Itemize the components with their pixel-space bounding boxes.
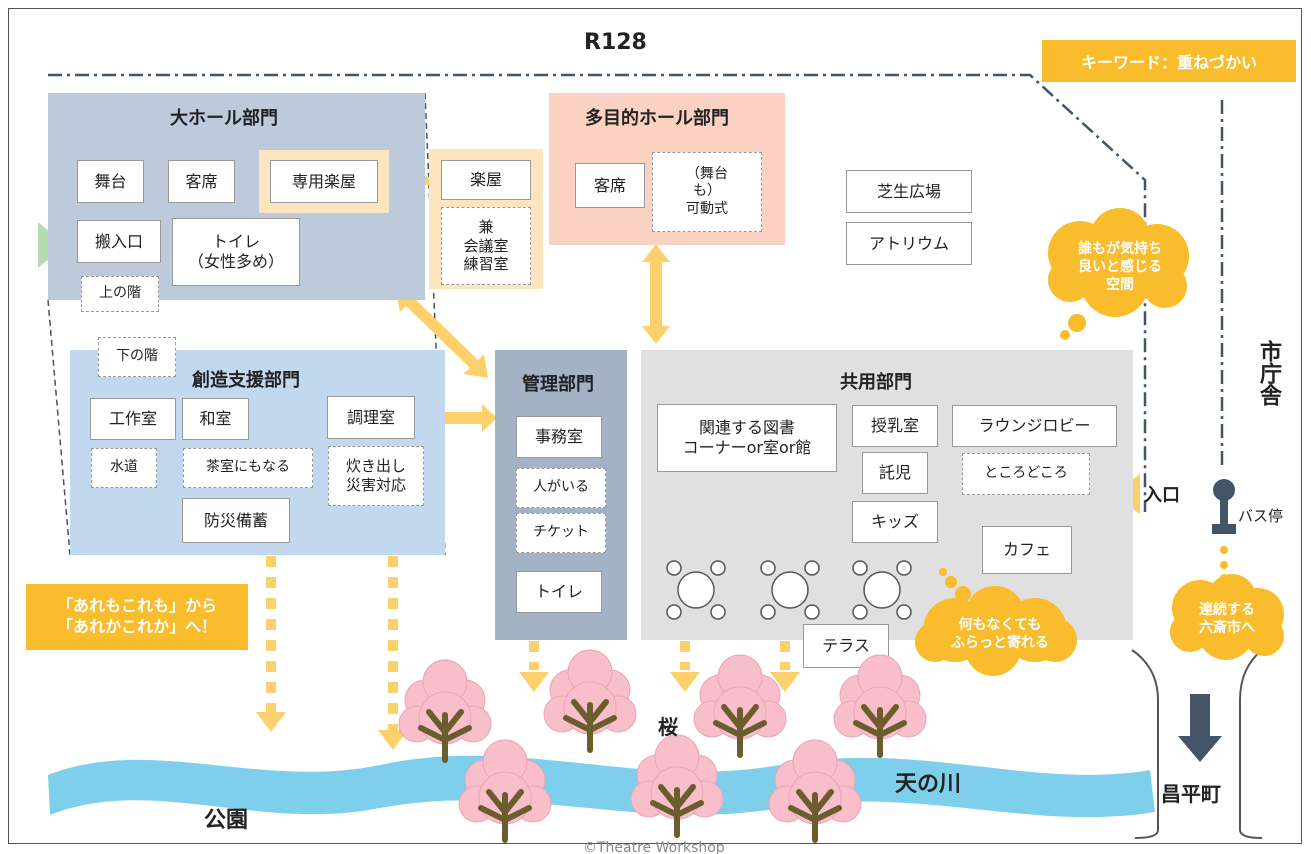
city-hall-label: 市庁舎	[1256, 340, 1281, 406]
management-title: 管理部門	[522, 374, 594, 395]
japanese-room-box: 和室	[182, 398, 249, 440]
bus-stop-label: バス停	[1238, 507, 1284, 525]
toilet-large-box: トイレ （女性多め）	[172, 218, 300, 286]
dedicated-dressing-box: 専用楽屋	[270, 160, 378, 203]
multi-seats-box: 客席	[575, 163, 645, 208]
cloud-drop-in: 何もなくても ふらっと寄れる	[951, 616, 1049, 651]
cloud-comfort: 誰もが気持ち 良いと感じる 空間	[1078, 240, 1162, 294]
terrace-tables	[666, 560, 912, 620]
table-icon	[760, 560, 820, 620]
cloud-dropin-shape	[915, 568, 1077, 676]
cafe-box: カフェ	[982, 526, 1072, 574]
staffed-box: 人がいる	[516, 468, 606, 508]
table-icon	[852, 560, 912, 620]
atrium-box: アトリウム	[846, 222, 972, 265]
shoheicho-arrow-icon	[1178, 694, 1222, 762]
ticket-box: チケット	[516, 513, 606, 553]
daycare-box: 託児	[862, 452, 928, 494]
river	[48, 755, 1155, 818]
tea-room-box: 茶室にもなる	[183, 448, 313, 488]
sakura-tree	[694, 655, 786, 755]
park-label: 公園	[204, 808, 249, 833]
arrow-creative-management	[430, 404, 497, 432]
kids-box: キッズ	[852, 501, 938, 543]
lounge-box: ラウンジロビー	[952, 405, 1117, 447]
road-label: R128	[584, 30, 647, 55]
keyword-badge: キーワード：重ねづかい	[1042, 40, 1296, 82]
cloud-rokusai-shape	[1170, 574, 1284, 660]
meeting-rehearsal-box: 兼 会議室 練習室	[441, 207, 531, 285]
lower-floor-box: 下の階	[98, 337, 176, 377]
large-hall-title: 大ホール部門	[170, 108, 278, 129]
management-toilet-box: トイレ	[516, 571, 602, 613]
bus-stop-icon	[1212, 479, 1236, 534]
creative-title: 創造支援部門	[192, 370, 300, 391]
sakura-tree	[544, 650, 636, 750]
sakura-tree	[459, 740, 551, 840]
road-bottom-right	[1239, 649, 1263, 839]
river-label: 天の川	[895, 772, 962, 797]
multi-hall-title: 多目的ホール部門	[585, 108, 729, 129]
entrance-label: 入口	[1144, 485, 1180, 506]
disaster-storage-box: 防災備蓄	[182, 498, 290, 543]
sakura-tree	[399, 660, 491, 760]
shoheicho-label: 昌平町	[1161, 782, 1221, 806]
arrow-hall-management	[395, 288, 488, 378]
slogan-box: 「あれもこれも」から 「あれかこれか」へ！	[26, 584, 248, 650]
lawn-box: 芝生広場	[846, 170, 972, 213]
loading-dock-box: 搬入口	[77, 220, 161, 263]
cloud-comfort-shape	[1048, 208, 1189, 340]
kitchen-box: 調理室	[327, 396, 415, 439]
office-box: 事務室	[516, 416, 602, 458]
sakura-label: 桜	[658, 715, 678, 739]
workshop-box: 工作室	[90, 398, 176, 440]
road-bottom-left	[1131, 649, 1159, 839]
sakura-tree	[834, 655, 926, 755]
nursing-room-box: 授乳室	[852, 405, 938, 447]
water-box: 水道	[91, 448, 157, 488]
arrow-multi-shared	[642, 244, 670, 344]
building-outline	[47, 299, 71, 556]
library-box: 関連する図書 コーナーor室or館	[657, 404, 837, 472]
table-icon	[666, 560, 726, 620]
credit-text: ©Theatre Workshop	[583, 840, 725, 854]
stage-box: 舞台	[77, 160, 144, 203]
diagram-frame	[8, 8, 1302, 844]
soup-kitchen-box: 炊き出し 災害対応	[328, 446, 424, 506]
shared-title: 共用部門	[840, 372, 912, 393]
seats-box: 客席	[168, 160, 235, 203]
here-and-there-box: ところどころ	[962, 453, 1090, 495]
sakura-tree	[631, 735, 723, 835]
dressing-room-box: 楽屋	[441, 160, 531, 200]
cloud-rokusai: 連続する 六斎市へ	[1199, 601, 1255, 636]
movable-stage-box: （舞台 も） 可動式	[652, 152, 762, 232]
road-line	[48, 73, 1147, 512]
upper-floor-box: 上の階	[81, 276, 159, 312]
sakura-tree	[769, 740, 861, 840]
